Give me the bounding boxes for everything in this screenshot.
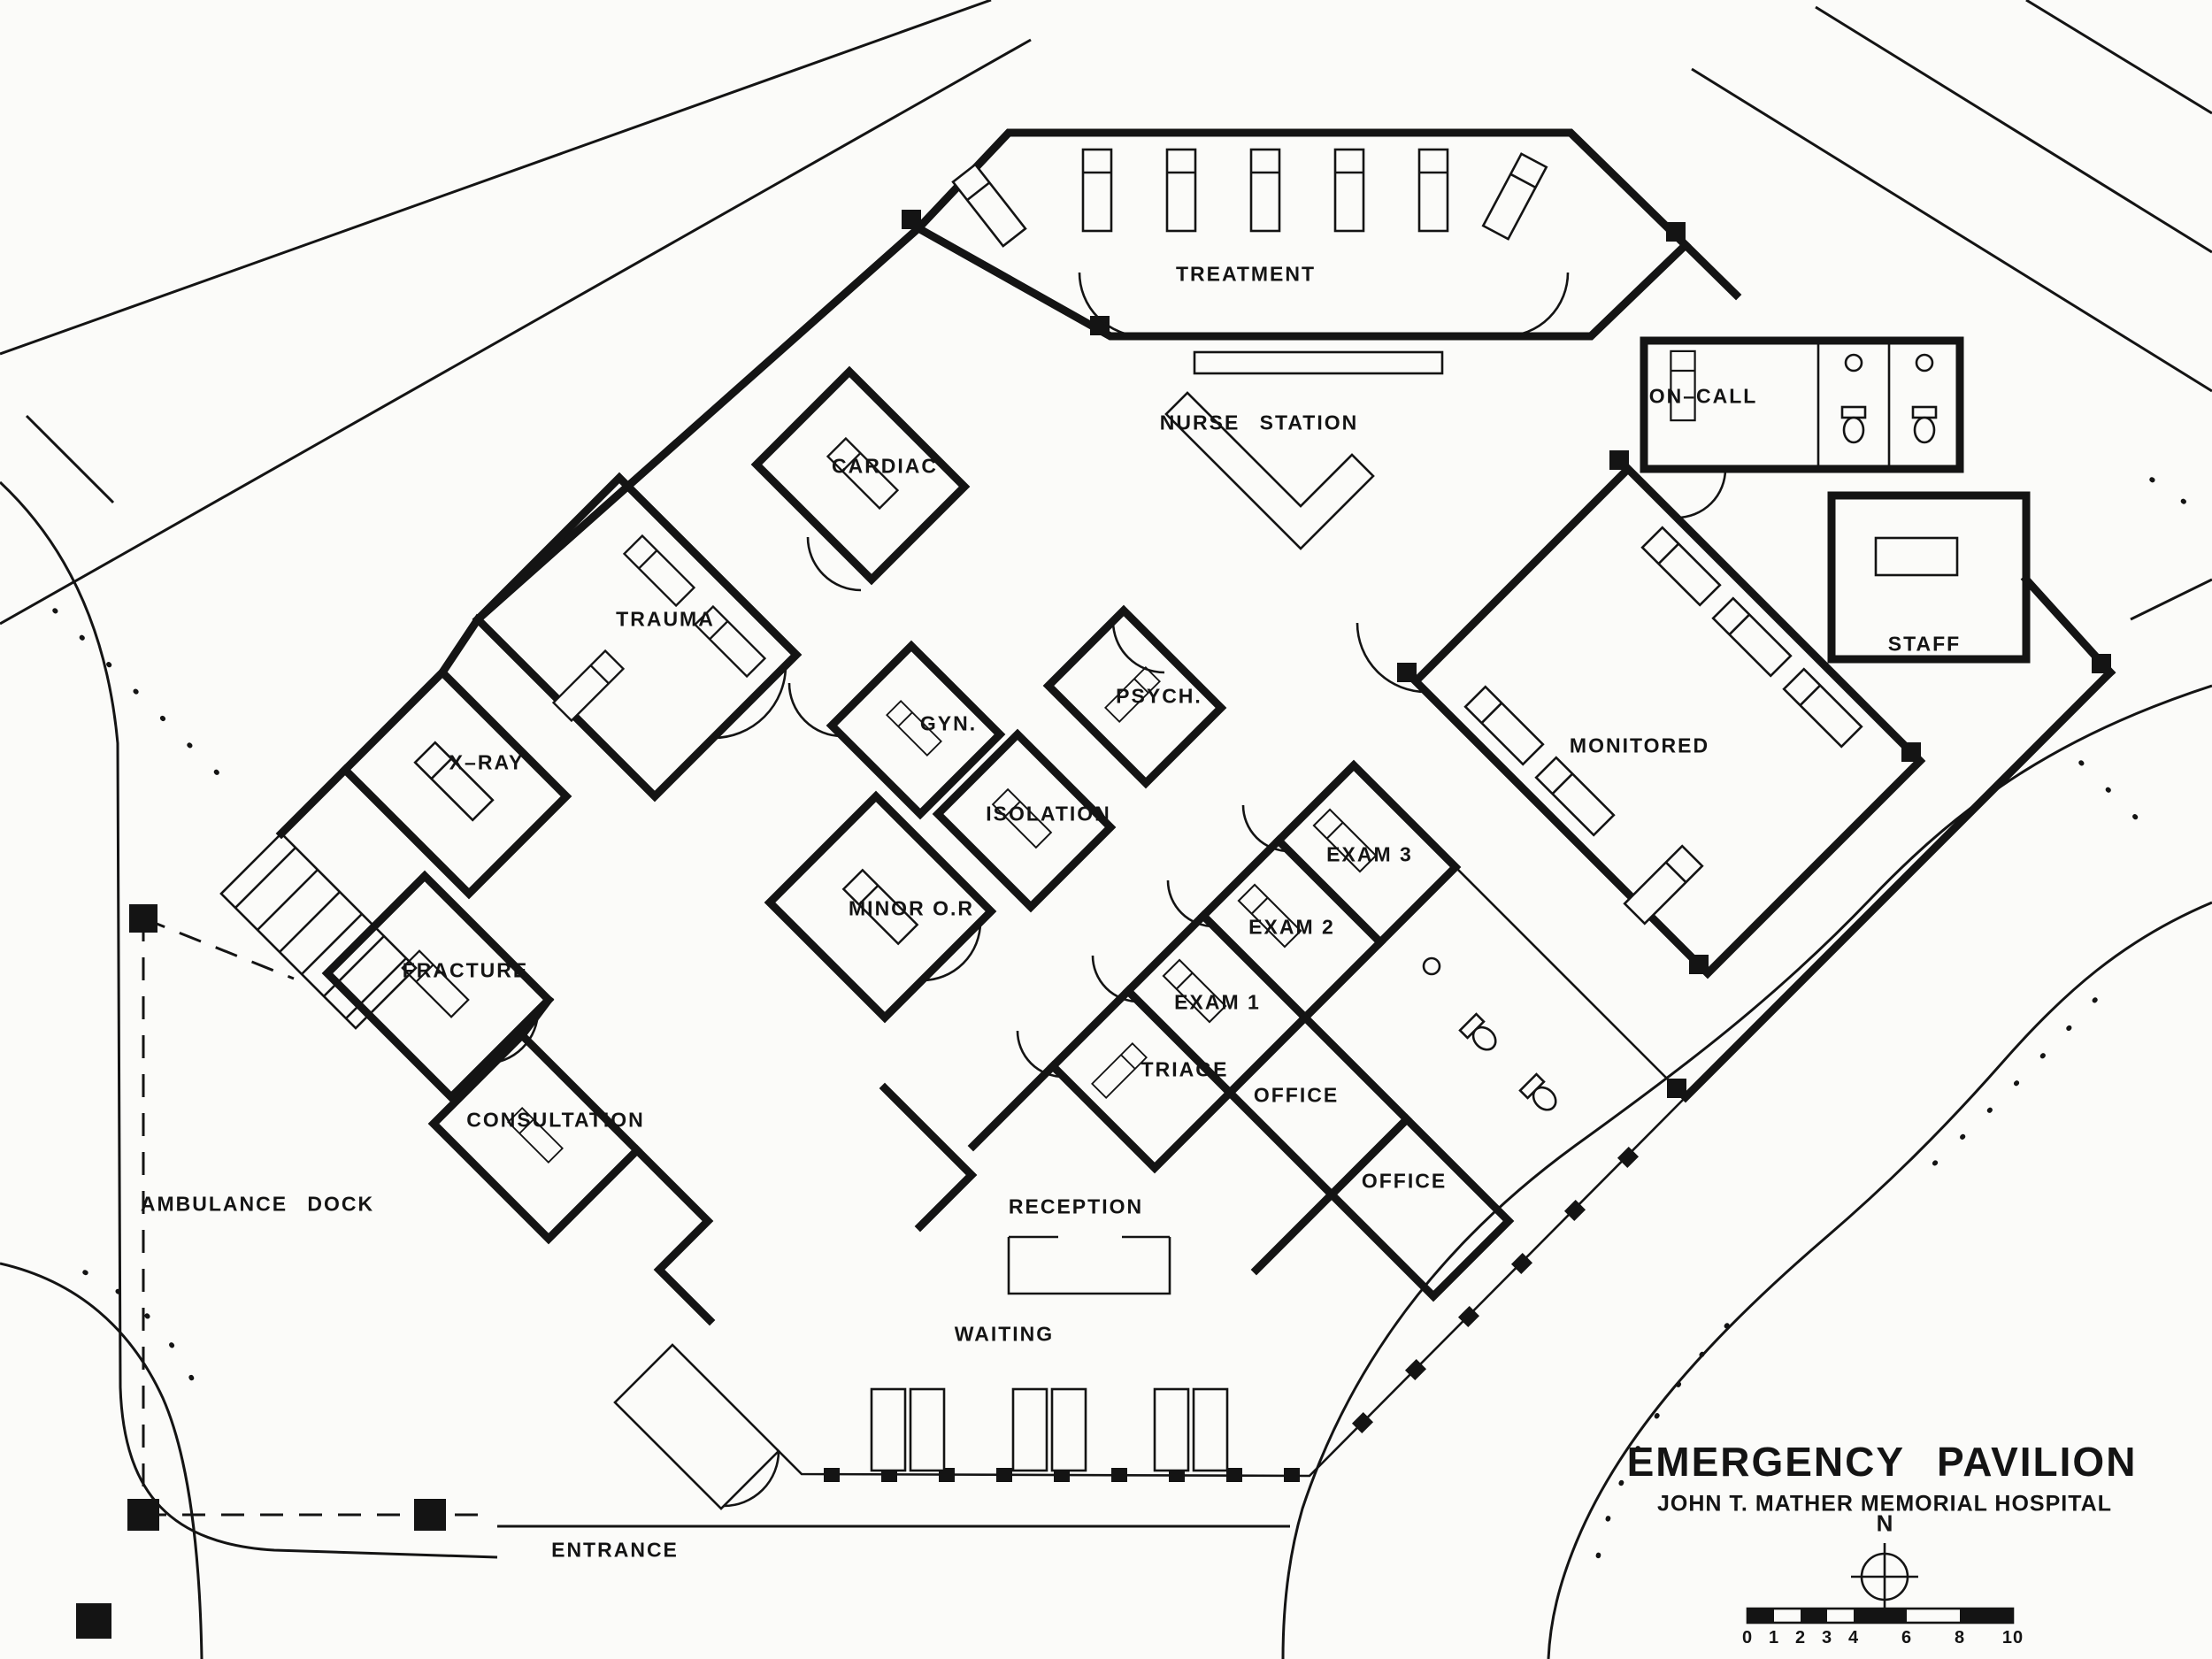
room-label-cardiac: CARDIAC <box>831 454 939 478</box>
scale-tick-10: 10 <box>2001 1628 2024 1647</box>
room-label-gyn: GYN. <box>919 711 978 735</box>
scale-tick-8: 8 <box>1954 1628 1966 1647</box>
room-label-ambulance-dock: AMBULANCE DOCK <box>140 1192 375 1216</box>
scale-tick-4: 4 <box>1847 1628 1860 1647</box>
scale-tick-3: 3 <box>1821 1628 1833 1647</box>
scale-tick-0: 0 <box>1741 1628 1754 1647</box>
room-label-consultation: CONSULTATION <box>466 1108 645 1132</box>
room-label-exam-1: EXAM 1 <box>1174 990 1261 1014</box>
room-label-psych: PSYCH. <box>1116 684 1202 708</box>
columns <box>902 210 2111 1098</box>
room-label-office-2: OFFICE <box>1361 1169 1448 1193</box>
scale-tick-6: 6 <box>1901 1628 1913 1647</box>
room-label-fracture: FRACTURE <box>402 958 529 982</box>
door-swings <box>484 272 1727 1508</box>
room-label-isolation: ISOLATION <box>986 802 1111 826</box>
room-label-minor-or: MINOR O.R <box>849 896 974 920</box>
page-title: EMERGENCY PAVILION <box>1626 1439 2138 1485</box>
room-label-treatment: TREATMENT <box>1175 262 1317 286</box>
room-label-on-call: ON–CALL <box>1648 384 1758 408</box>
building-walls <box>275 128 2116 1510</box>
scale-tick-2: 2 <box>1794 1628 1807 1647</box>
north-arrow <box>1851 1543 1918 1610</box>
room-label-waiting: WAITING <box>954 1322 1055 1346</box>
room-label-exam-3: EXAM 3 <box>1326 842 1413 866</box>
scale-bar <box>1746 1607 2015 1624</box>
room-label-staff: STAFF <box>1887 632 1962 656</box>
scale-tick-1: 1 <box>1768 1628 1780 1647</box>
room-label-reception: RECEPTION <box>1008 1194 1144 1218</box>
context-lines <box>0 0 2212 626</box>
room-label-x-ray: X–RAY <box>449 750 525 774</box>
room-label-nurse-station: NURSE STATION <box>1159 411 1359 434</box>
room-label-trauma: TRAUMA <box>616 607 715 631</box>
site-roads <box>0 414 2212 1659</box>
room-label-monitored: MONITORED <box>1569 733 1710 757</box>
furniture <box>219 148 1959 1472</box>
room-label-office-1: OFFICE <box>1253 1083 1340 1107</box>
room-label-entrance: ENTRANCE <box>551 1538 679 1562</box>
page-subtitle: JOHN T. MATHER MEMORIAL HOSPITAL <box>1657 1491 2112 1517</box>
room-label-triage: TRIAGE <box>1141 1057 1229 1081</box>
room-label-exam-2: EXAM 2 <box>1248 915 1335 939</box>
north-label: N <box>1876 1509 1893 1537</box>
